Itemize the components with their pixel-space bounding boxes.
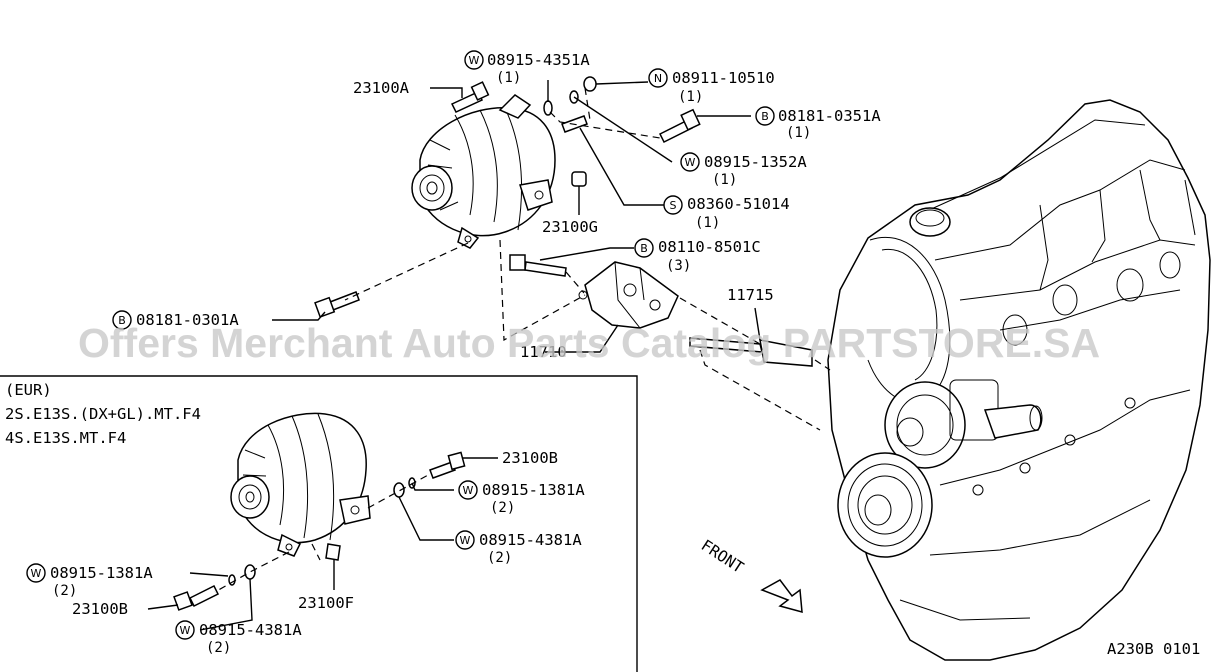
bolt-0301a <box>314 291 360 318</box>
callout-08915-1381a-upper: W 08915-1381A (2) <box>458 480 585 516</box>
callout-11710: 11710 <box>520 343 567 361</box>
svg-text:08915-1381A: 08915-1381A <box>482 481 585 499</box>
front-arrow-icon: FRONT <box>698 536 803 614</box>
svg-text:S: S <box>670 199 677 212</box>
svg-text:08915-1381A: 08915-1381A <box>50 564 153 582</box>
callout-08181-0351a: B 08181-0351A (1) <box>755 106 881 141</box>
inset-model-2: 4S.E13S.MT.F4 <box>5 429 126 447</box>
bolt-23100b-lower <box>173 584 220 611</box>
spacer-23100f <box>325 543 341 561</box>
svg-text:B: B <box>761 110 769 123</box>
assembly-dashed-lines <box>344 87 831 431</box>
svg-text:W: W <box>685 156 696 169</box>
svg-text:B: B <box>118 314 126 327</box>
alternator-inset <box>230 412 371 557</box>
svg-text:08915-4381A: 08915-4381A <box>479 531 582 549</box>
callout-11715: 11715 <box>727 286 774 304</box>
bolt-8501c <box>509 254 567 277</box>
svg-text:(1): (1) <box>695 215 720 231</box>
svg-text:(2): (2) <box>52 583 77 599</box>
svg-text:(2): (2) <box>487 550 512 566</box>
svg-text:W: W <box>463 484 474 497</box>
bolt-23100a <box>450 81 490 113</box>
svg-text:(2): (2) <box>490 500 515 516</box>
nut-10510 <box>583 76 597 92</box>
callout-08110-8501c: B 08110-8501C (3) <box>634 238 761 274</box>
svg-text:08181-0301A: 08181-0301A <box>136 311 239 329</box>
spacer-23100g <box>571 171 587 187</box>
svg-text:N: N <box>654 72 662 85</box>
callout-23100b-upper: 23100B <box>502 449 558 467</box>
front-label: FRONT <box>698 536 747 577</box>
bracket-11710 <box>578 261 679 329</box>
svg-text:(1): (1) <box>496 70 521 86</box>
callout-08911-10510: N 08911-10510 (1) <box>648 68 775 105</box>
svg-text:(3): (3) <box>666 258 691 274</box>
callout-23100g: 23100G <box>542 218 598 236</box>
inset-model-1: 2S.E13S.(DX+GL).MT.F4 <box>5 405 201 423</box>
callout-23100a: 23100A <box>353 79 410 97</box>
svg-text:(2): (2) <box>206 640 231 656</box>
callout-23100f: 23100F <box>298 594 354 612</box>
callout-08915-1381a-lower: W 08915-1381A (2) <box>26 563 153 599</box>
svg-text:W: W <box>31 567 42 580</box>
svg-text:08911-10510: 08911-10510 <box>672 69 775 87</box>
svg-text:08181-0351A: 08181-0351A <box>778 107 881 125</box>
engine-block <box>827 99 1211 661</box>
alternator-main <box>411 94 556 249</box>
watermark: Offers Merchant Auto Parts Catalog PARTS… <box>78 320 1100 366</box>
inset-region: (EUR) <box>5 381 52 399</box>
svg-text:08915-4381A: 08915-4381A <box>199 621 302 639</box>
leader-lines <box>272 80 761 353</box>
callout-08360-51014: S 08360-51014 (1) <box>663 195 790 231</box>
svg-text:(1): (1) <box>678 89 703 105</box>
svg-text:(1): (1) <box>786 125 811 141</box>
washer-lower-a <box>244 564 256 580</box>
adjust-bar-11715 <box>689 337 813 367</box>
svg-text:W: W <box>460 534 471 547</box>
svg-text:W: W <box>469 54 480 67</box>
callout-labels: W 08915-4351A (1) 23100A N 08911-10510 (… <box>5 50 1200 658</box>
callout-08915-4351a: W 08915-4351A (1) <box>464 50 590 86</box>
bolt-23100b-upper <box>429 451 466 479</box>
callout-08915-4381a-upper: W 08915-4381A (2) <box>455 530 582 566</box>
svg-text:08110-8501C: 08110-8501C <box>658 238 761 256</box>
callout-08915-1352a: W 08915-1352A (1) <box>680 152 807 188</box>
callout-08915-4381a-lower: W 08915-4381A (2) <box>175 620 302 656</box>
svg-text:(1): (1) <box>712 172 737 188</box>
svg-text:08360-51014: 08360-51014 <box>687 195 790 213</box>
svg-text:B: B <box>640 242 648 255</box>
callout-08181-0301a: B 08181-0301A <box>112 310 239 330</box>
inset-eur <box>0 375 638 672</box>
svg-text:08915-1352A: 08915-1352A <box>704 153 807 171</box>
svg-text:W: W <box>180 624 191 637</box>
svg-text:08915-4351A: 08915-4351A <box>487 51 590 69</box>
figure-code: A230B 0101 <box>1107 640 1200 658</box>
bolt-0351a <box>658 108 701 144</box>
washer-upper-a <box>393 482 405 498</box>
callout-23100b-lower: 23100B <box>72 600 128 618</box>
